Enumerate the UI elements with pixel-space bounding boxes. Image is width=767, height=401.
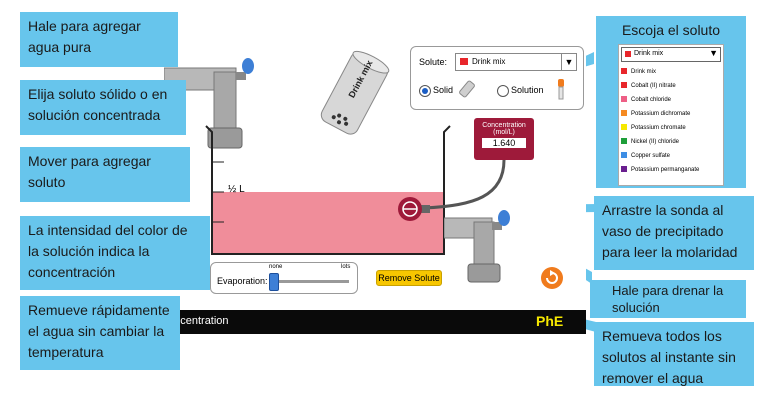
half-liter-mark: ½ L xyxy=(228,184,245,195)
solution-radio[interactable] xyxy=(497,85,509,97)
evap-none-label: none xyxy=(269,264,283,270)
dropper-icon xyxy=(558,79,564,100)
solution-label: Solution xyxy=(511,85,544,95)
overlay-arrow-icon[interactable]: ▼ xyxy=(709,48,718,58)
list-item[interactable]: Potassium chromate xyxy=(621,121,719,135)
reset-icon[interactable] xyxy=(540,266,564,290)
swatch xyxy=(621,82,627,89)
list-item[interactable]: Potassium permanganate xyxy=(621,163,719,177)
meter-title: Concentration xyxy=(482,122,526,129)
list-item-label: Nickel (II) chloride xyxy=(631,139,680,145)
callout-probe: Arrastre la sonda al vaso de precipitado… xyxy=(594,196,754,270)
selected-solute-text: Drink mix xyxy=(472,57,506,66)
concentration-probe-icon[interactable] xyxy=(396,194,430,224)
bottom-bar: oncentration PhE xyxy=(164,310,586,334)
concentration-meter[interactable]: Concentration (mol/L) 1.640 xyxy=(474,118,534,160)
list-item[interactable]: Cobalt chloride xyxy=(621,93,719,107)
evaporation-label: Evaporation: xyxy=(217,276,268,286)
solute-combobox[interactable]: Drink mix ▼ xyxy=(455,53,577,71)
solute-panel: Solute: Drink mix ▼ Solid Solution xyxy=(410,46,584,110)
callout-remove: Remueva todos los solutos al instante si… xyxy=(594,322,754,386)
list-item-label: Potassium permanganate xyxy=(631,167,700,173)
list-item-label: Drink mix xyxy=(631,69,656,75)
evaporation-slider-thumb[interactable] xyxy=(269,273,279,291)
solute-label: Solute: xyxy=(419,57,448,67)
overlay-header[interactable]: Drink mix ▼ xyxy=(621,47,721,62)
solid-label: Solid xyxy=(433,85,454,95)
solid-radio[interactable] xyxy=(419,85,431,97)
overlay-header-text: Drink mix xyxy=(634,50,664,57)
solid-shaker-icon xyxy=(459,80,475,98)
list-item-label: Cobalt chloride xyxy=(631,97,672,103)
swatch xyxy=(621,110,627,117)
callout-solid-or-solution: Elija soluto sólido o en solución concen… xyxy=(20,80,186,135)
list-item[interactable]: Nickel (II) chloride xyxy=(621,135,719,149)
drain-faucet-icon[interactable] xyxy=(444,208,534,284)
solute-shaker[interactable] xyxy=(314,48,394,140)
evaporation-panel: none lots Evaporation: xyxy=(210,262,358,294)
list-item[interactable]: Drink mix xyxy=(621,65,719,79)
callout-drain: Hale para drenar la solución xyxy=(590,280,746,318)
swatch xyxy=(621,68,627,75)
simulation-area: Drink mix Solute: Drink mix ▼ Solid Solu… xyxy=(164,38,586,350)
phet-logo: PhE xyxy=(536,313,564,329)
swatch xyxy=(621,138,627,145)
swatch xyxy=(621,166,627,173)
list-item[interactable]: Copper sulfate xyxy=(621,149,719,163)
callout-water-in: Hale para agregar agua pura xyxy=(20,12,178,67)
list-item[interactable]: Potassium dichromate xyxy=(621,107,719,121)
evap-lots-label: lots xyxy=(341,264,351,270)
probe-cable xyxy=(423,159,506,210)
overlay-header-swatch xyxy=(625,51,631,57)
list-item-label: Potassium chromate xyxy=(631,125,686,131)
list-item-label: Cobalt (II) nitrate xyxy=(631,83,676,89)
callout-evaporation: Remueve rápidamente el agua sin cambiar … xyxy=(20,296,180,370)
dropdown-arrow-icon[interactable]: ▼ xyxy=(561,54,576,70)
bottom-tab-text[interactable]: oncentration xyxy=(168,315,229,327)
meter-unit: (mol/L) xyxy=(493,129,515,136)
swatch xyxy=(621,124,627,131)
remove-solute-button[interactable]: Remove Solute xyxy=(376,270,442,286)
callout-shake: Mover para agregar soluto xyxy=(20,147,190,202)
list-item-label: Copper sulfate xyxy=(631,153,671,159)
list-item[interactable]: Cobalt (II) nitrate xyxy=(621,79,719,93)
swatch xyxy=(621,152,627,159)
selected-solute-swatch xyxy=(460,58,468,65)
overlay-list: Drink mix Cobalt (II) nitrate Cobalt chl… xyxy=(621,65,719,177)
evaporation-track[interactable] xyxy=(273,280,349,283)
list-item-label: Potassium dichromate xyxy=(631,111,691,117)
swatch xyxy=(621,96,627,103)
meter-value: 1.640 xyxy=(482,138,526,148)
dropdown-inset-overlay: Drink mix ▼ Drink mix Cobalt (II) nitrat… xyxy=(618,44,724,186)
callout-color: La intensidad del color de la solución i… xyxy=(20,216,210,290)
